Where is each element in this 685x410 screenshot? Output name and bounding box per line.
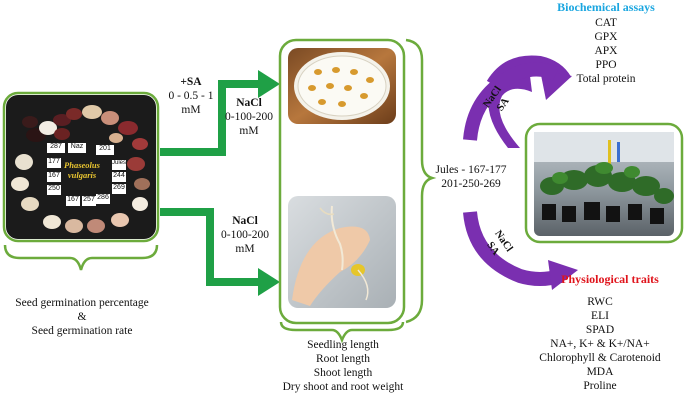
seed-label: 257 xyxy=(83,196,95,203)
cultivar-list: Jules - 167-177 201-250-269 xyxy=(428,163,514,191)
seed-label: 167 xyxy=(48,172,60,179)
seed-label: Naz xyxy=(70,143,84,150)
physiological-list: RWC ELI SPAD NA+, K+ & K+/NA+ Chlorophyl… xyxy=(520,295,680,393)
seedling-panel xyxy=(278,38,406,325)
cultivar-line: 201-250-269 xyxy=(441,178,501,190)
green-arrow-bottom xyxy=(160,208,280,296)
seed-caption-line: & xyxy=(77,311,87,323)
seed-label: 250 xyxy=(48,185,60,192)
petri-dish-photo xyxy=(288,48,396,124)
biochemical-item: GPX xyxy=(594,31,618,43)
sa-unit: mM xyxy=(181,104,201,116)
nacl-unit: mM xyxy=(239,125,259,137)
nacl-title: NaCl xyxy=(232,215,258,227)
biochemical-item: CAT xyxy=(595,17,617,29)
seed-label: 286 xyxy=(97,194,109,201)
seedling-traits: Seedling length Root length Shoot length… xyxy=(268,338,418,394)
species-name: Phaseolus vulgaris xyxy=(64,160,100,180)
physiological-item: ELI xyxy=(591,310,609,322)
physiological-item: Chlorophyll & Carotenoid xyxy=(539,352,661,364)
seed-label: 201 xyxy=(99,145,111,152)
greenhouse-panel xyxy=(524,122,684,244)
physiological-item: MDA xyxy=(586,366,614,378)
nacl-unit: mM xyxy=(235,243,255,255)
nacl-treatment-bottom: NaCl 0-100-200 mM xyxy=(214,214,276,256)
seed-cluster xyxy=(11,105,150,233)
seedling-trait: Dry shoot and root weight xyxy=(282,381,404,393)
seed-caption-line: Seed germination rate xyxy=(31,325,133,337)
seed-label: 177 xyxy=(48,158,60,165)
nacl-range: 0-100-200 xyxy=(221,229,269,241)
physiological-item: SPAD xyxy=(585,324,615,336)
seedling-trait: Root length xyxy=(316,353,370,365)
seedling-trait: Seedling length xyxy=(307,339,379,351)
seed-caption-line: Seed germination percentage xyxy=(15,297,149,309)
physiological-item: Proline xyxy=(583,380,617,392)
ion-ratio: NA+, K+ & K+/NA+ xyxy=(550,338,650,350)
sa-title: +SA xyxy=(180,76,202,88)
greenhouse-photo xyxy=(534,132,674,236)
sa-range: 0 - 0.5 - 1 xyxy=(168,90,214,102)
nacl-title: NaCl xyxy=(236,97,262,109)
cultivar-brace xyxy=(405,38,437,324)
nacl-treatment-top: NaCl 0-100-200 mM xyxy=(218,96,280,138)
seed-label: Jules xyxy=(112,160,127,166)
sa-treatment: +SA 0 - 0.5 - 1 mM xyxy=(160,75,222,117)
purple-arrow-bottom xyxy=(463,211,578,290)
seed-brace xyxy=(3,244,159,271)
biochemical-item: PPO xyxy=(595,59,617,71)
seed-caption: Seed germination percentage & Seed germi… xyxy=(0,296,164,338)
biochemical-item: APX xyxy=(594,45,618,57)
purple-arrow-top xyxy=(463,55,572,148)
seedling-hand-photo xyxy=(288,196,396,308)
cultivar-line: Jules - 167-177 xyxy=(435,164,507,176)
seed-label: 167 xyxy=(67,196,79,203)
seed-label: 244 xyxy=(113,172,125,179)
physiological-item: RWC xyxy=(587,296,613,308)
nacl-range: 0-100-200 xyxy=(225,111,273,123)
seedling-trait: Shoot length xyxy=(313,367,373,379)
seed-panel xyxy=(2,91,160,243)
physiological-heading: Physiological traits xyxy=(561,272,659,286)
biochemical-heading: Biochemical assays xyxy=(557,0,655,14)
seedling-brace xyxy=(279,321,405,344)
seed-label-cards xyxy=(47,143,126,206)
biochemical-list: CAT GPX APX PPO Total protein xyxy=(560,16,652,86)
seed-label: 287 xyxy=(50,143,62,150)
biochemical-item: Total protein xyxy=(576,73,636,85)
seed-label: 269 xyxy=(113,184,125,191)
green-arrow-top xyxy=(160,70,280,156)
